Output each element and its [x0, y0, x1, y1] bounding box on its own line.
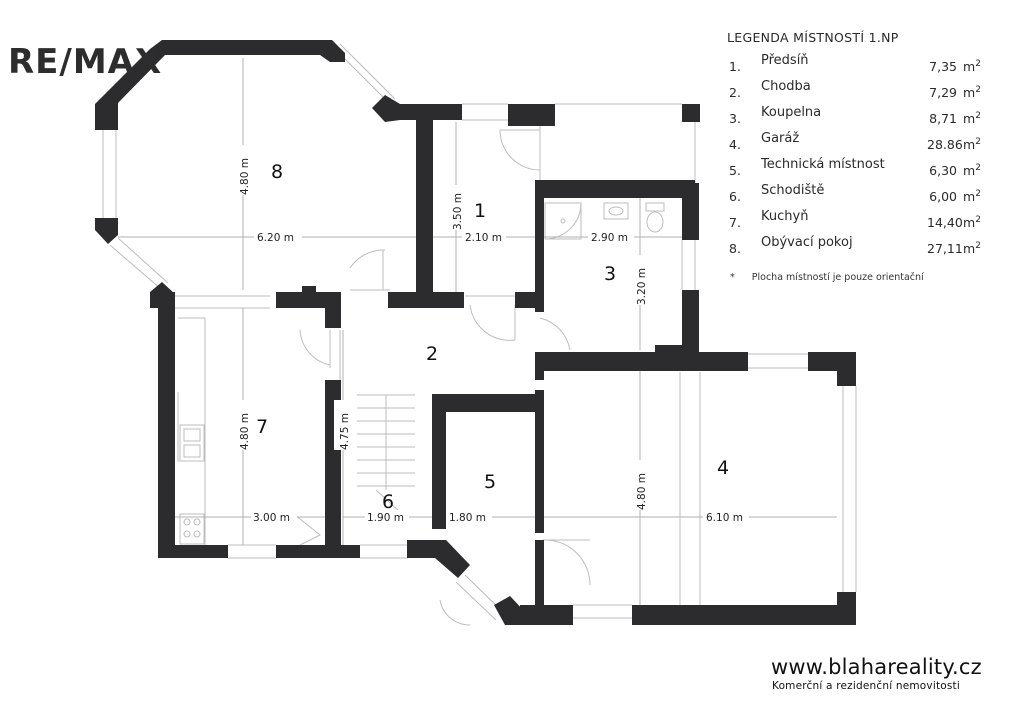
dim-7-height: 4.80 m	[239, 413, 251, 450]
unit-text: m	[963, 59, 976, 75]
legend-row: 5. Technická místnost 6,30 m2	[727, 155, 997, 181]
dim-1-height: 3.50 m	[452, 193, 464, 230]
legend-row-area: 6,00	[929, 189, 957, 204]
dim-8-width: 6.20 m	[257, 232, 294, 244]
room-5-label: 5	[484, 471, 496, 493]
unit-text: m	[963, 163, 976, 179]
legend-row-room-name: Koupelna	[761, 105, 822, 120]
unit-superscript: 2	[975, 59, 981, 69]
unit-superscript: 2	[975, 163, 981, 173]
remax-logo: RE/MAX	[8, 42, 163, 82]
unit-text: m	[963, 215, 976, 231]
legend-row-area: 7,29	[929, 85, 957, 100]
legend-row-area: 27,11	[927, 241, 963, 256]
legend-row-number: 7.	[729, 215, 741, 230]
unit-text: m	[963, 189, 976, 205]
legend-row-unit: m2	[963, 163, 981, 178]
staircase	[357, 394, 415, 513]
legend-row-room-name: Technická místnost	[761, 157, 885, 172]
walls	[95, 40, 856, 625]
legend-row-unit: m2	[963, 85, 981, 100]
legend-row: 1. Předsíň 7,35 m2	[727, 51, 997, 77]
legend-row-unit: m2	[963, 137, 981, 152]
legend-row-room-name: Chodba	[761, 79, 811, 94]
legend-row-area: 7,35	[929, 59, 957, 74]
legend-row-area: 28.86	[927, 137, 963, 152]
room-numbers: 8 1 3 2 7 5 6 4	[256, 161, 729, 513]
dimension-labels: 4.80 m 6.20 m 3.50 m 2.10 m 2.90 m 3.20 …	[234, 145, 749, 524]
room-8-label: 8	[271, 161, 283, 183]
room-3-label: 3	[604, 263, 616, 285]
legend-title: LEGENDA MÍSTNOSTÍ 1.NP	[727, 30, 899, 45]
door-swings	[294, 129, 591, 626]
room-1-label: 1	[474, 200, 486, 222]
unit-text: m	[963, 85, 976, 101]
legend-row-unit: m2	[963, 189, 981, 204]
legend-row: 3. Koupelna 8,71 m2	[727, 103, 997, 129]
legend-row-room-name: Schodiště	[761, 183, 825, 198]
legend-note: * Plocha místností je pouze orientační	[730, 272, 924, 283]
unit-superscript: 2	[975, 111, 981, 121]
legend-note-star: *	[730, 272, 735, 283]
dim-4-width: 6.10 m	[706, 512, 743, 524]
legend-row-unit: m2	[963, 111, 981, 126]
dim-5-width: 1.80 m	[449, 512, 486, 524]
legend-row-unit: m2	[963, 215, 981, 230]
room-2-label: 2	[426, 343, 438, 365]
unit-text: m	[963, 111, 976, 127]
unit-superscript: 2	[975, 137, 981, 147]
dim-3-height: 3.20 m	[636, 268, 648, 305]
dim-6-width: 1.90 m	[367, 512, 404, 524]
legend-row-room-name: Obývací pokoj	[761, 235, 853, 250]
unit-superscript: 2	[975, 85, 981, 95]
dim-1-width: 2.10 m	[465, 232, 502, 244]
legend-row-number: 3.	[729, 111, 741, 126]
room-7-label: 7	[256, 416, 268, 438]
dim-3-width: 2.90 m	[591, 232, 628, 244]
room-6-label: 6	[382, 491, 394, 513]
room-4-label: 4	[717, 457, 729, 479]
legend-row-number: 1.	[729, 59, 741, 74]
legend-row-number: 6.	[729, 189, 741, 204]
legend-row-number: 5.	[729, 163, 741, 178]
bathroom-fixtures	[544, 202, 665, 240]
legend-row-room-name: Garáž	[761, 131, 800, 146]
dim-6-height: 4.75 m	[339, 413, 351, 450]
legend-row-number: 4.	[729, 137, 741, 152]
legend-row-area: 8,71	[929, 111, 957, 126]
legend-row-area: 14,40	[927, 215, 963, 230]
unit-superscript: 2	[975, 215, 981, 225]
legend-row: 6. Schodiště 6,00 m2	[727, 181, 997, 207]
unit-text: m	[963, 137, 976, 153]
dim-8-height: 4.80 m	[239, 158, 251, 195]
legend-row-number: 8.	[729, 241, 741, 256]
legend-row: 2. Chodba 7,29 m2	[727, 77, 997, 103]
legend-row-area: 6,30	[929, 163, 957, 178]
unit-text: m	[963, 241, 976, 257]
unit-superscript: 2	[975, 189, 981, 199]
dim-7-width: 3.00 m	[253, 512, 290, 524]
legend-row-room-name: Kuchyň	[761, 209, 809, 224]
website-link[interactable]: www.blahareality.cz	[771, 655, 982, 679]
tagline: Komerční a rezidenční nemovitosti	[772, 680, 960, 692]
legend-row-unit: m2	[963, 59, 981, 74]
unit-superscript: 2	[975, 241, 981, 251]
kitchen-fixtures	[179, 424, 205, 545]
dim-4-height: 4.80 m	[636, 473, 648, 510]
legend-row-room-name: Předsíň	[761, 53, 809, 68]
legend-note-text: Plocha místností je pouze orientační	[751, 272, 924, 283]
legend-row-number: 2.	[729, 85, 741, 100]
legend-row-unit: m2	[963, 241, 981, 256]
